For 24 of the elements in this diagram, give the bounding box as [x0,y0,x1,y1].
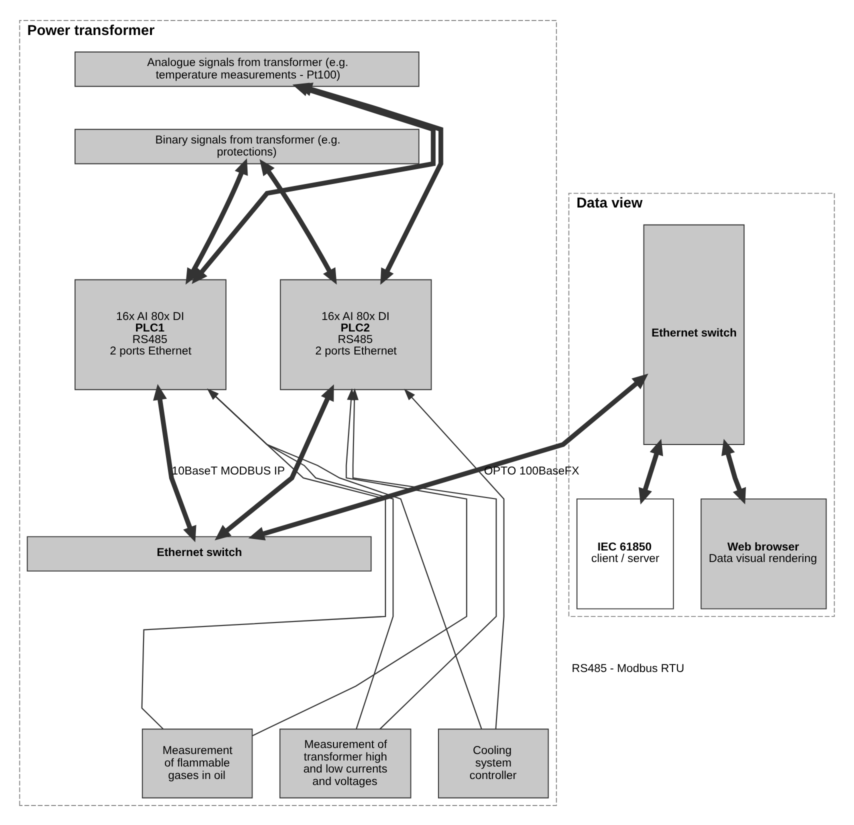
edge-label: OPTO 100BaseFX [484,465,580,478]
node-box: Ethernet switch [26,536,372,572]
arrow [638,438,664,504]
arrow [721,438,746,504]
node-box: Analogue signals from transformer (e.g. temperature measurements - Pt100) [74,51,420,86]
arrow [350,388,497,729]
node-box: Measurement of flammable gases in oil [142,728,253,798]
node-box: 16x AI 80x DI PLC1 RS485 2 ports Ethernet [74,278,226,390]
node-box: Ethernet switch [643,224,745,444]
node-box: Measurement of transformer high and low currents and voltages [279,728,412,798]
node-box: Binary signals from transformer (e.g. protections) [74,128,420,164]
arrow [214,384,334,540]
arrow [192,82,436,284]
arrow [404,388,504,729]
arrow [248,373,648,540]
node-box: Cooling system controller [438,728,549,798]
edge-label: 10BaseT MODBUS IP [172,465,285,478]
node-box: 16x AI 80x DI PLC2 RS485 2 ports Ethernet [280,278,432,390]
arrow [153,383,196,542]
node-box: IEC 61850 client / server [576,498,674,609]
arrow [260,158,337,284]
arrow [186,158,248,284]
label: RS485 - Modbus RTU [572,662,684,674]
node-box: Web browser Data visual rendering [700,498,827,609]
